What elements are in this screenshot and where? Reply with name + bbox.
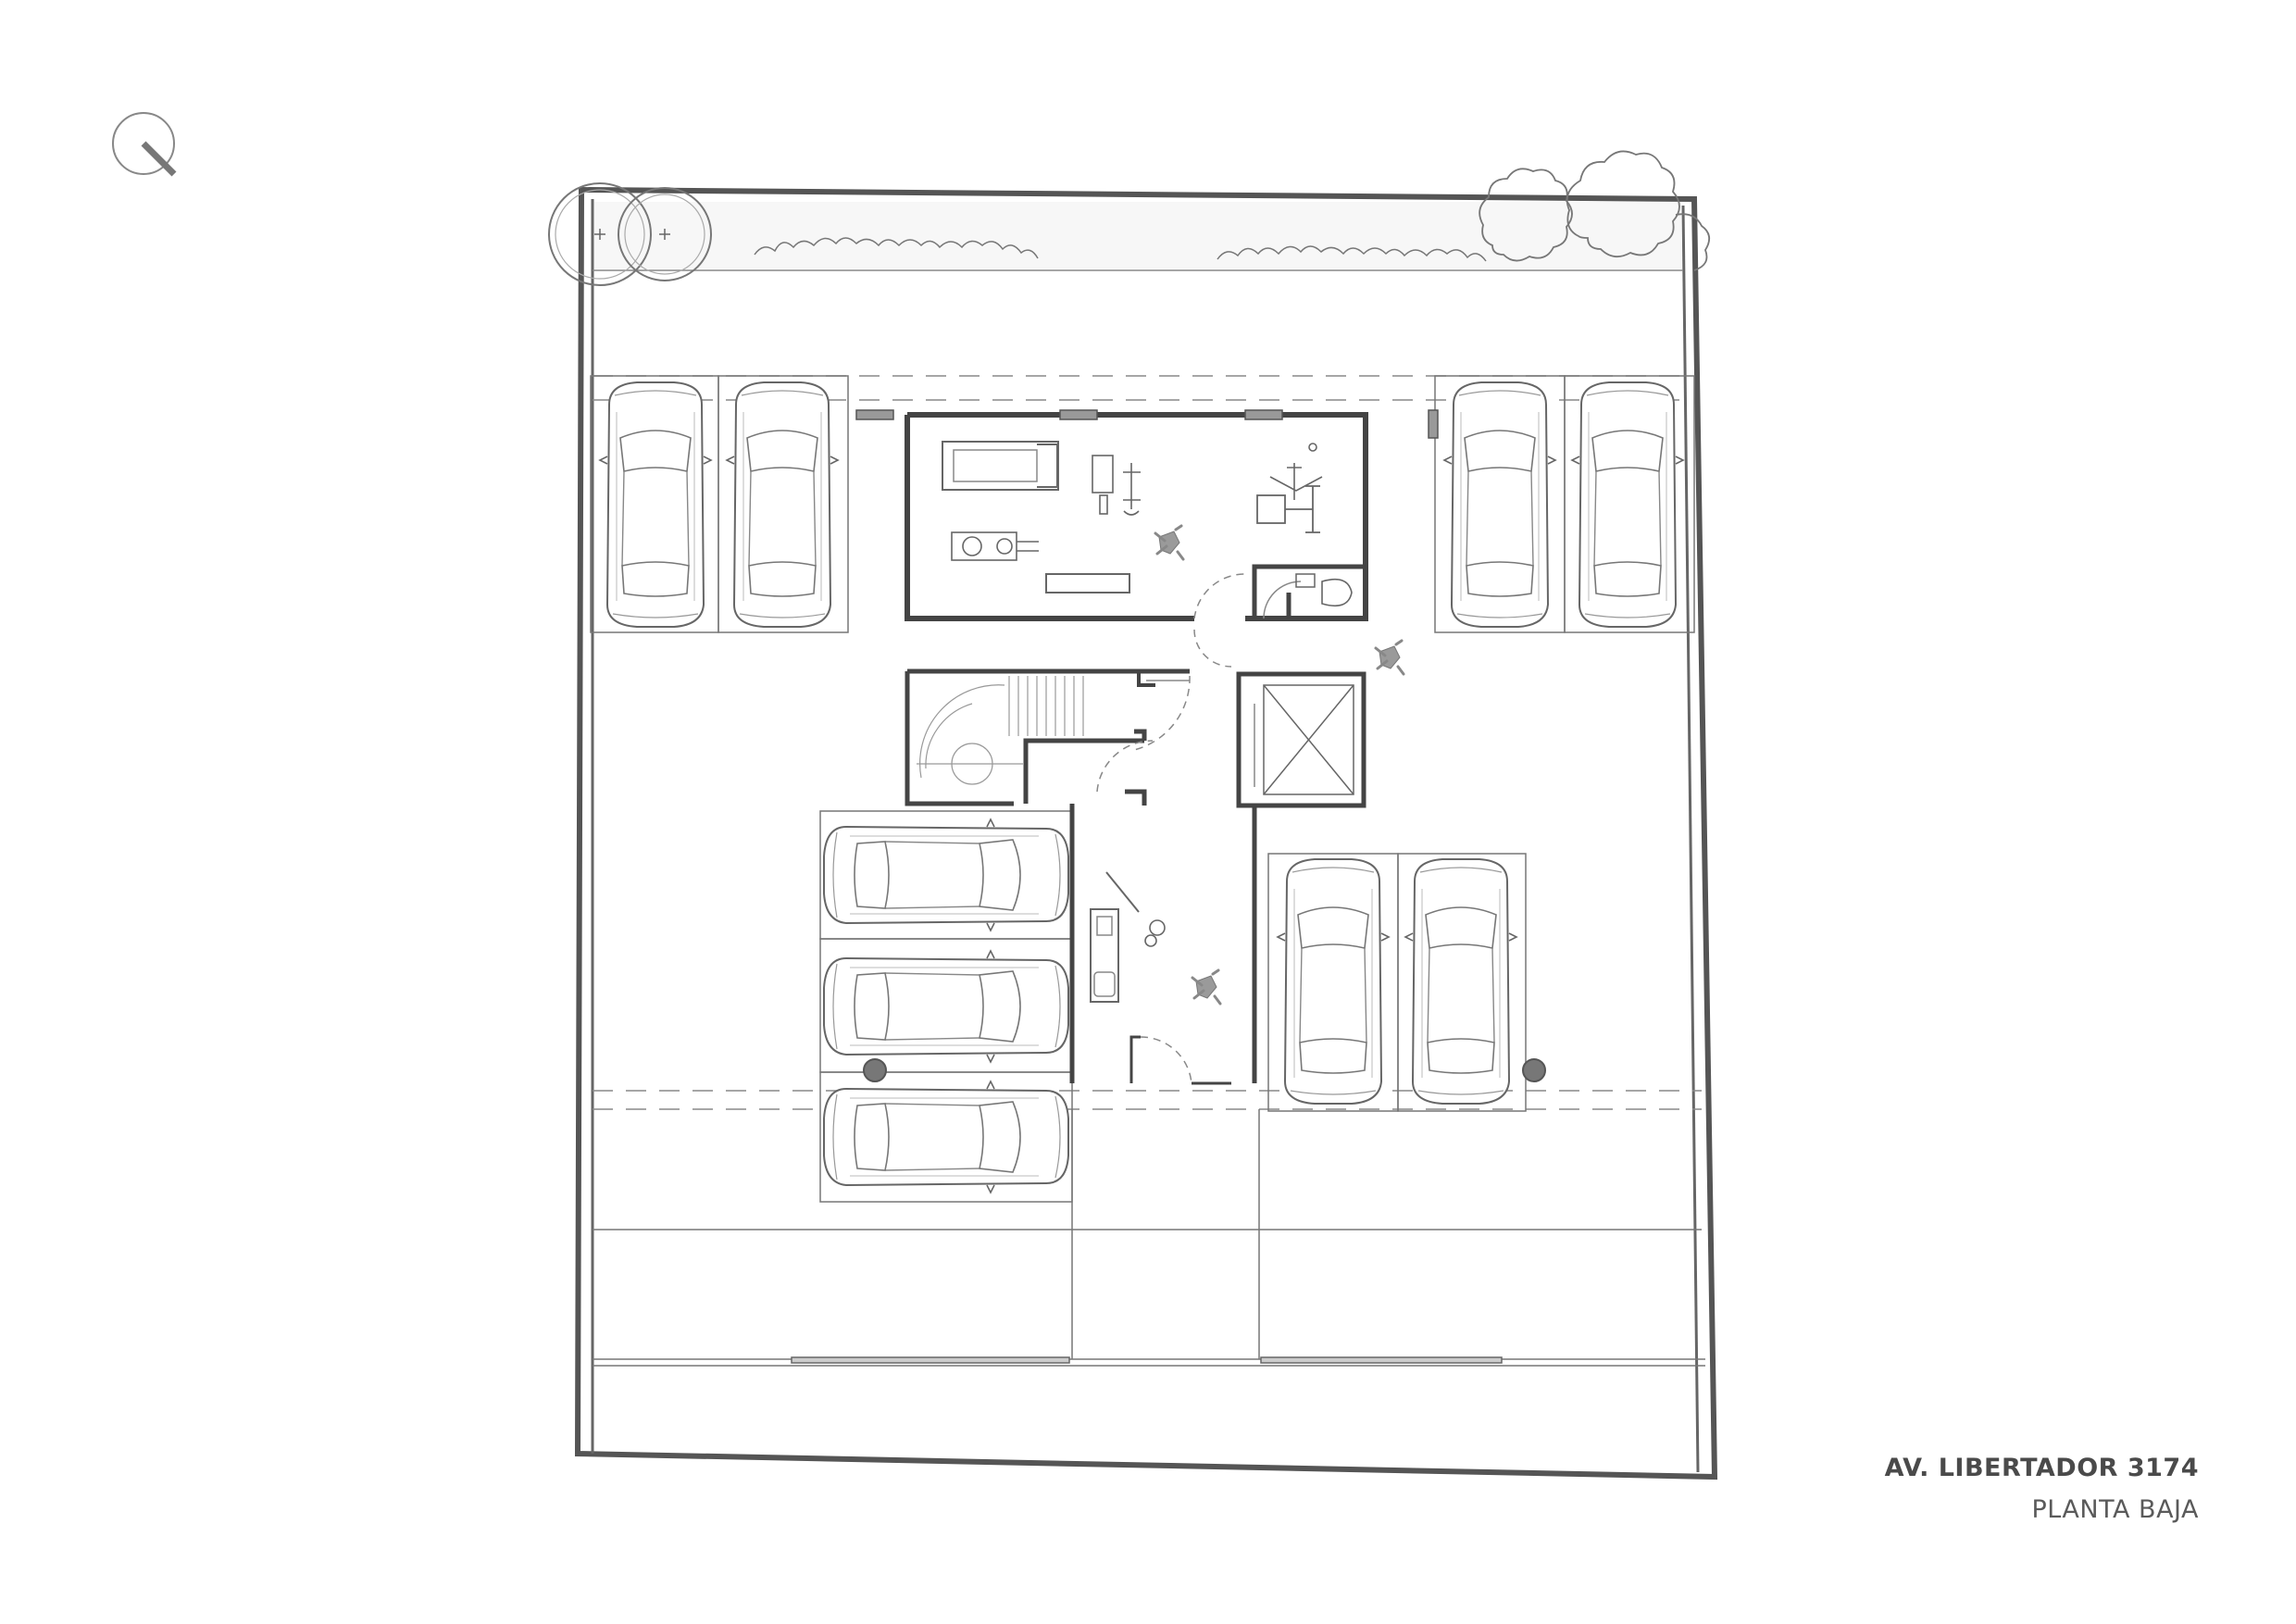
stair-core [905,629,1232,806]
columns [863,1058,1546,1082]
project-address: AV. LIBERTADOR 3174 [1884,1454,2199,1482]
lobby [1069,804,1257,1085]
elevator-shaft [1236,671,1366,808]
title-block: AV. LIBERTADOR 3174 PLANTA BAJA [1885,1454,2199,1524]
gym-room [855,409,1439,621]
bathroom [1286,573,1353,618]
parked-cars [599,381,1684,1193]
floor-level-label: PLANTA BAJA [2031,1495,2199,1524]
north-arrow-icon [112,112,177,177]
garden-strip [548,150,1711,286]
front-sidewalk [593,1109,1705,1367]
lot-boundary [574,186,1718,1480]
